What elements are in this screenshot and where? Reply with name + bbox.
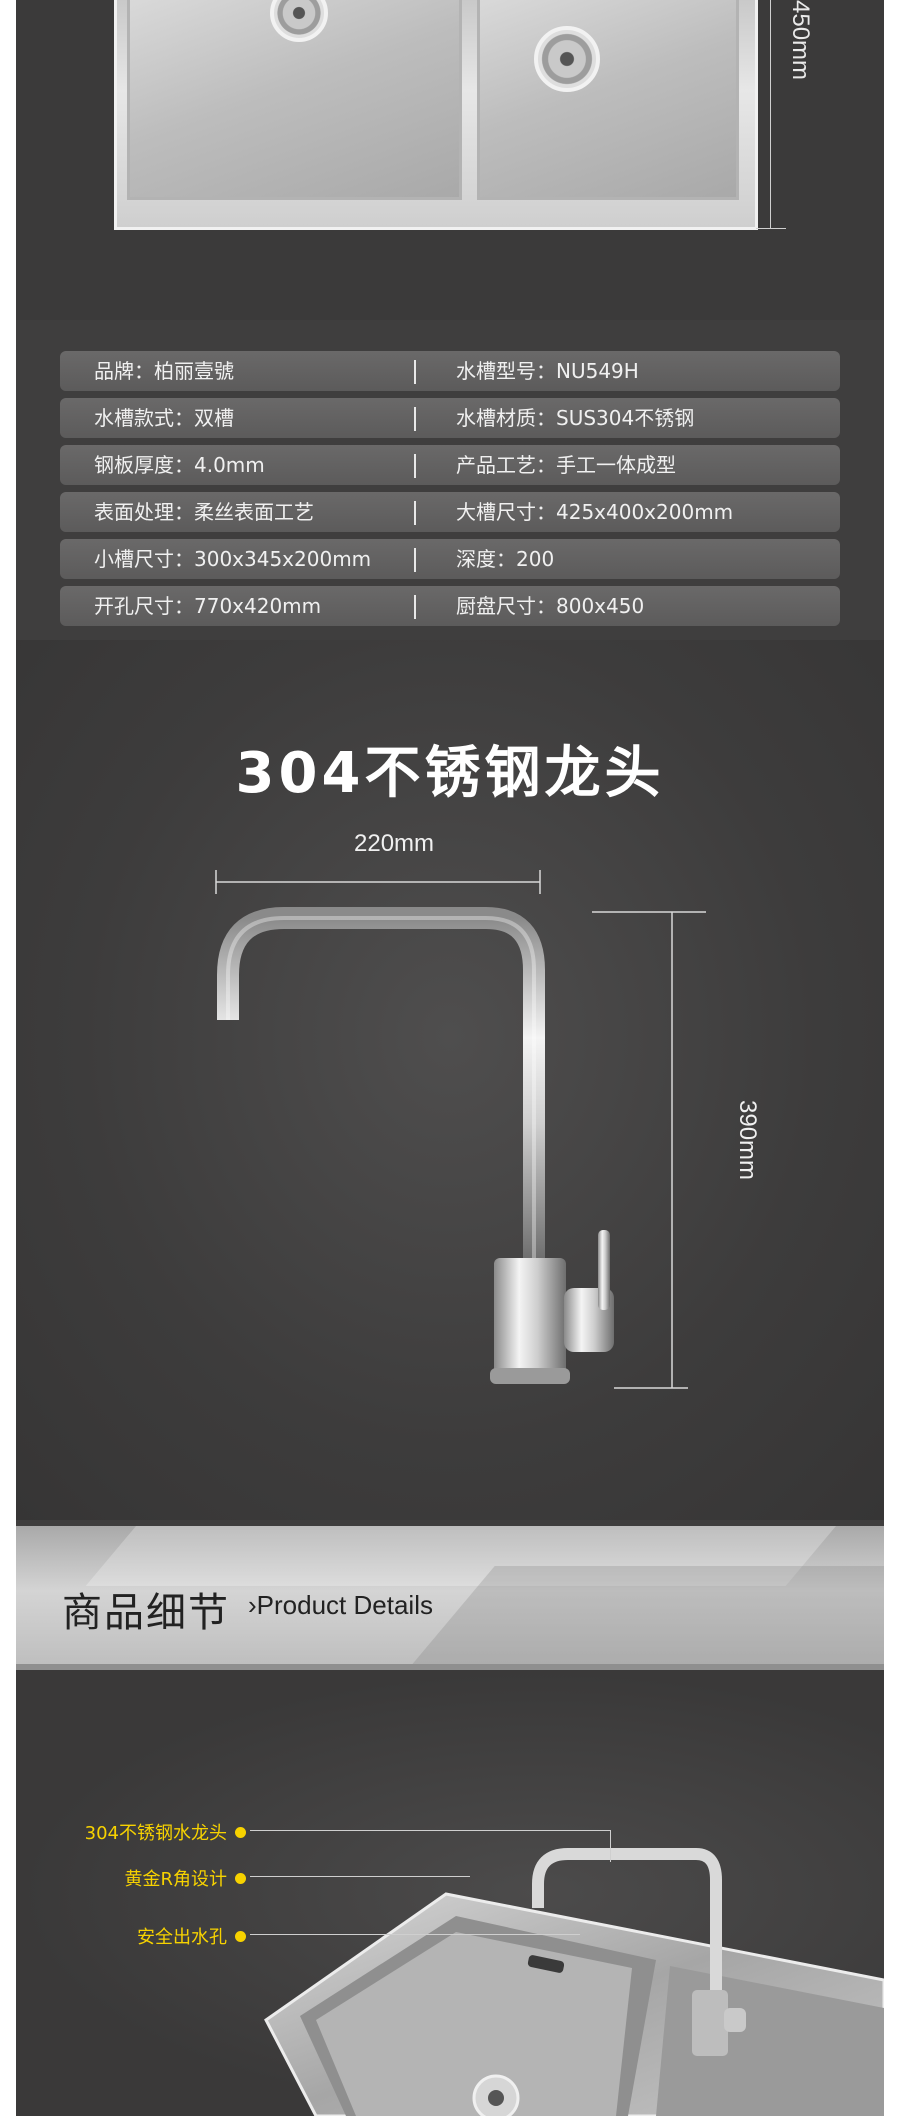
spec-right: 深度：200	[456, 547, 555, 571]
spec-left: 表面处理：柔丝表面工艺	[94, 500, 314, 524]
detail-callouts: 304不锈钢水龙头 黄金R角设计 安全出水孔	[16, 1670, 884, 2116]
spec-left: 小槽尺寸：300x345x200mm	[94, 547, 372, 571]
details-title-en: ›Product Details	[248, 1590, 433, 1621]
spec-left: 水槽款式：双槽	[94, 406, 234, 430]
spec-right: 水槽材质：SUS304不锈钢	[456, 406, 695, 430]
faucet-section: 304不锈钢龙头 220mm 390mm	[16, 640, 884, 1520]
product-details-banner: 商品细节 ›Product Details	[16, 1526, 884, 1670]
details-title-en-text: Product Details	[256, 1590, 433, 1620]
spec-row: 小槽尺寸：300x345x200mm 深度：200	[60, 539, 840, 579]
spec-divider	[414, 548, 416, 572]
spec-right: 大槽尺寸：425x400x200mm	[456, 500, 734, 524]
sink-top-view: 450mm	[16, 0, 884, 320]
spec-divider	[414, 407, 416, 431]
large-basin	[127, 0, 462, 200]
spec-left: 开孔尺寸：770x420mm	[94, 594, 322, 618]
small-basin	[477, 0, 739, 200]
callout-overflow: 安全出水孔	[137, 1923, 246, 1949]
callout-label: 304不锈钢水龙头	[84, 1823, 227, 1844]
dimension-tick	[756, 228, 786, 229]
spec-row: 水槽款式：双槽 水槽材质：SUS304不锈钢	[60, 398, 840, 438]
details-title-cn: 商品细节	[62, 1590, 230, 1636]
drain-icon	[270, 0, 328, 42]
spec-divider	[414, 595, 416, 619]
spec-row: 开孔尺寸：770x420mm 厨盘尺寸：800x450	[60, 586, 840, 626]
callout-label: 黄金R角设计	[124, 1869, 227, 1890]
banner-divider	[16, 1664, 884, 1670]
chevron-right-icon: ›	[248, 1590, 257, 1620]
spec-left: 钢板厚度：4.0mm	[94, 453, 265, 477]
faucet-width-dimension: 220mm	[354, 830, 435, 857]
callout-dot-icon	[235, 1826, 246, 1838]
spec-divider	[414, 454, 416, 478]
callout-faucet: 304不锈钢水龙头	[85, 1819, 246, 1845]
callout-label: 安全出水孔	[137, 1927, 227, 1948]
sink-angle-illustration	[264, 1848, 884, 2116]
callout-dot-icon	[235, 1930, 246, 1942]
callout-leader	[250, 1934, 580, 1935]
spec-table: 品牌：柏丽壹號 水槽型号：NU549H 水槽款式：双槽 水槽材质：SUS304不…	[60, 351, 840, 633]
dimension-line	[770, 0, 771, 228]
callout-leader	[250, 1876, 470, 1877]
spec-row: 钢板厚度：4.0mm 产品工艺：手工一体成型	[60, 445, 840, 485]
callout-dot-icon	[235, 1872, 246, 1884]
spec-divider	[414, 501, 416, 525]
faucet-title: 304不锈钢龙头	[235, 741, 665, 806]
callout-r-angle: 黄金R角设计	[124, 1865, 246, 1891]
callout-leader	[250, 1830, 610, 1831]
spec-divider	[414, 360, 416, 384]
callout-leader	[610, 1830, 611, 1862]
sink-image	[114, 0, 758, 230]
spec-row: 品牌：柏丽壹號 水槽型号：NU549H	[60, 351, 840, 391]
spec-right: 厨盘尺寸：800x450	[456, 594, 645, 618]
drain-icon	[534, 26, 600, 92]
faucet-illustration	[215, 870, 706, 1389]
product-detail-page: 450mm 品牌：柏丽壹號 水槽型号：NU549H 水槽款式：双槽 水槽材质：S…	[16, 0, 884, 2116]
spec-right: 水槽型号：NU549H	[456, 359, 639, 383]
spec-right: 产品工艺：手工一体成型	[456, 453, 676, 477]
spec-row: 表面处理：柔丝表面工艺 大槽尺寸：425x400x200mm	[60, 492, 840, 532]
sink-height-dimension: 450mm	[787, 0, 814, 81]
spec-left: 品牌：柏丽壹號	[94, 359, 234, 383]
